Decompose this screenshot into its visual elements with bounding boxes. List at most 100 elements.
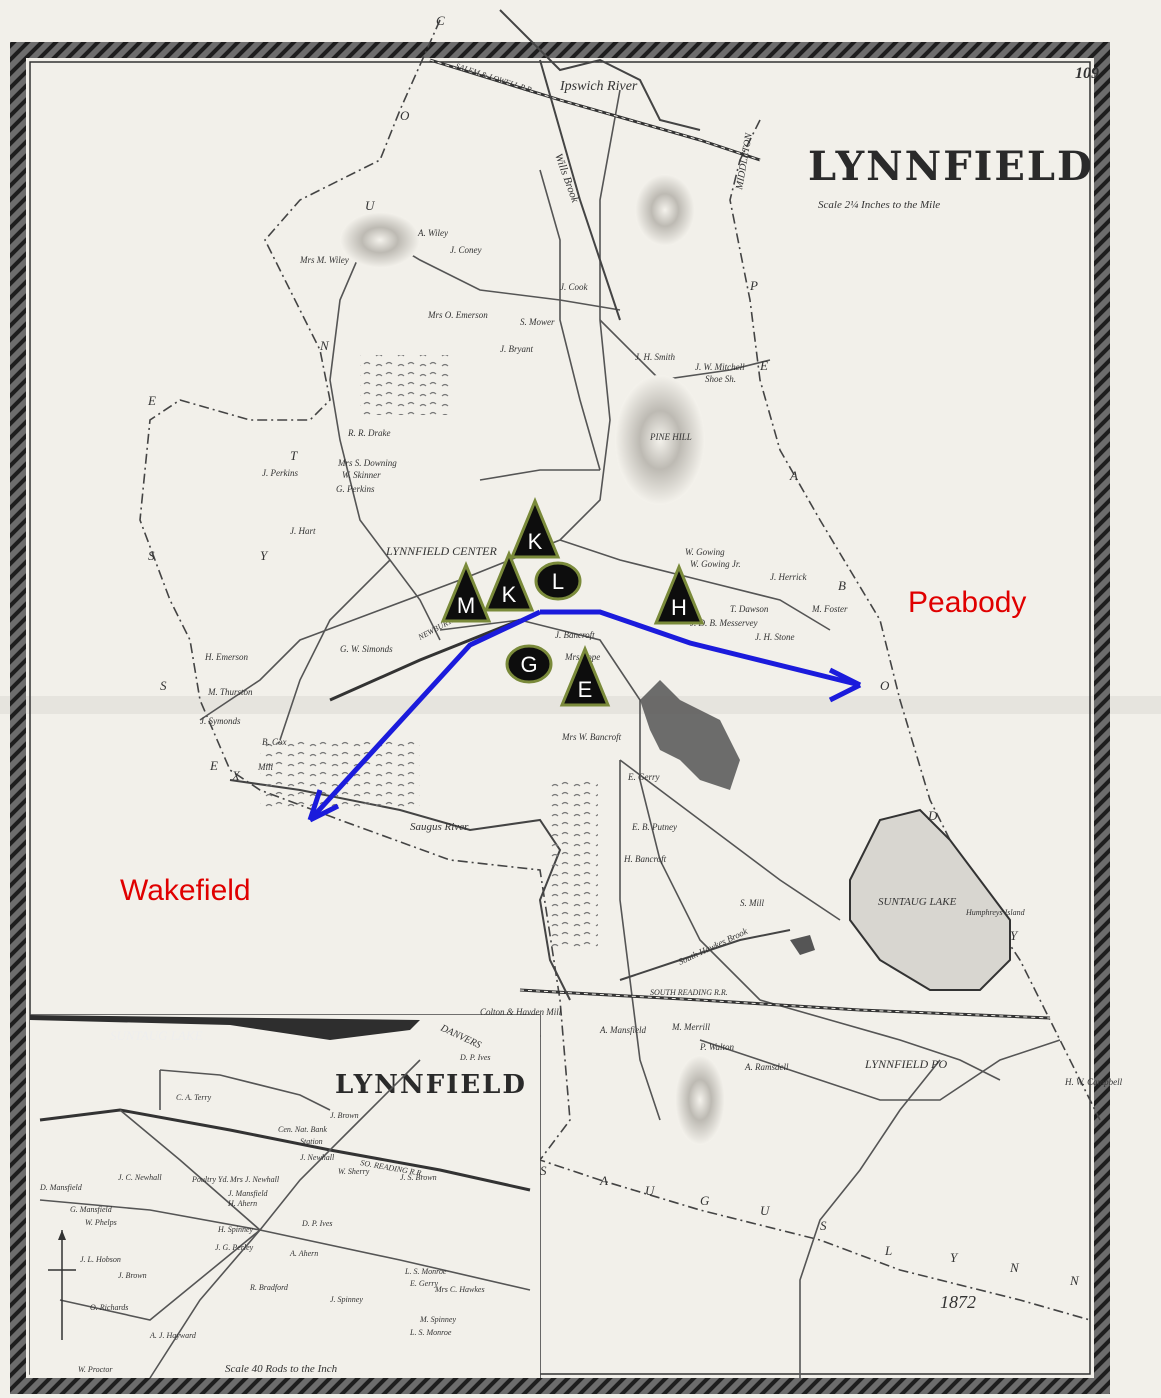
inset-resident-label: M. Spinney (419, 1315, 456, 1324)
inset-resident-label: E. Gerry (409, 1279, 438, 1288)
resident-label: Shoe Sh. (705, 374, 736, 384)
marsh-saugus (260, 740, 420, 810)
route-to-peabody (540, 609, 861, 688)
boundary-letter: C (436, 13, 445, 28)
marker-letter: E (578, 677, 593, 702)
inset-resident-label: W. Proctor (78, 1365, 113, 1374)
inset-map: SUNTAUG LAKE LYNNFIELD DANVERS SO. READI… (30, 1015, 540, 1379)
resident-label: S. Mill (740, 898, 764, 908)
resident-label: J. Coney (450, 245, 482, 255)
marker-letter: G (520, 652, 537, 677)
inset-resident-label: J. C. Newhall (118, 1173, 162, 1182)
inset-resident-label: Mrs C. Hawkes (434, 1285, 485, 1294)
roads (199, 89, 1061, 1378)
resident-label: Mrs W. Bancroft (561, 732, 622, 742)
inset-background (30, 1015, 540, 1378)
hill-north (635, 174, 695, 246)
resident-label: A. Wiley (417, 228, 448, 238)
boundary-letter: Y (260, 548, 269, 563)
marker-letter: M (457, 593, 475, 618)
inset-resident-label: Mrs J. Newhall (229, 1175, 280, 1184)
boundary-letter: D (927, 808, 938, 823)
marker-k-triangle: K (483, 550, 535, 612)
boundary-letter: X (231, 768, 241, 783)
marsh-west (360, 355, 450, 415)
inset-resident-label: J. Brown (118, 1271, 147, 1280)
resident-label: W. Skinner (342, 470, 381, 480)
resident-label: J. Hart (290, 526, 316, 536)
boundary-letter: G (700, 1193, 710, 1208)
inset-resident-label: O. Richards (90, 1303, 128, 1312)
resident-label: J. H. Smith (635, 352, 675, 362)
resident-label: R. R. Drake (347, 428, 391, 438)
boundary-letter: U (365, 198, 376, 213)
hill-north-west (340, 212, 420, 268)
boundary-letter: S (160, 678, 167, 693)
boundary-letter: L (884, 1243, 892, 1258)
boundary-letter: E (759, 358, 768, 373)
map-scale: Scale 2¼ Inches to the Mile (818, 199, 940, 211)
inset-resident-label: J. Brown (330, 1111, 359, 1120)
railroads (329, 58, 1051, 1020)
resident-label: W. Gowing Jr. (690, 559, 741, 569)
resident-label: M. Foster (811, 604, 848, 614)
pine-hill (615, 375, 705, 505)
inset-resident-label: L. S. Monroe (409, 1328, 452, 1337)
boundary-letter: O (400, 108, 410, 123)
inset-resident-label: L. S. Monroe (404, 1267, 447, 1276)
inset-resident-label: G. Mansfield (70, 1205, 113, 1214)
inset-resident-label: Poultry Yd. (191, 1175, 228, 1184)
resident-label: Mill (257, 762, 273, 772)
marker-circle-shape (534, 561, 582, 601)
marker-letter: L (552, 569, 564, 594)
town-boundary (139, 19, 1101, 1321)
marker-g-circle: G (505, 644, 553, 684)
resident-label: Colton & Hayden Mill (480, 1007, 562, 1017)
boundary-letter: B (838, 578, 846, 593)
saugus-river-label: Saugus River (410, 821, 469, 833)
marker-circle-shape (505, 644, 553, 684)
arrowhead-peabody (828, 667, 862, 703)
inset-resident-label: Cen. Nat. Bank (278, 1125, 327, 1134)
boundary-letter: S (148, 548, 155, 563)
resident-label: H. Emerson (204, 652, 248, 662)
boundary-letter: U (760, 1203, 771, 1218)
lynnfield-center-label: LYNNFIELD CENTER (385, 544, 497, 558)
inset-scale: Scale 40 Rods to the Inch (225, 1363, 338, 1375)
resident-label: A. Mansfield (599, 1025, 646, 1035)
boundary-letter: A (789, 468, 798, 483)
resident-label: J. Cook (560, 282, 588, 292)
resident-label: M. Merrill (671, 1022, 710, 1032)
inset-railroad (39, 1108, 531, 1192)
inset-resident-label: C. A. Terry (176, 1093, 212, 1102)
resident-label: W. Gowing (685, 547, 725, 557)
resident-label: J. Perkins (262, 468, 298, 478)
resident-label: S. Mower (520, 317, 555, 327)
marker-h-triangle: H (653, 563, 705, 625)
resident-label: J. Herrick (770, 572, 807, 582)
boundary-letter: A (599, 1173, 608, 1188)
inset-resident-label: D. Mansfield (39, 1183, 83, 1192)
boundary-letter: E (147, 393, 156, 408)
inset-resident-label: A. J. Hayward (149, 1331, 197, 1340)
wakefield-label: Wakefield (120, 874, 251, 907)
inset-resident-label: D. P. Ives (301, 1219, 333, 1228)
resident-label: J. Symonds (200, 716, 241, 726)
inset-resident-label: J. Spinney (330, 1295, 363, 1304)
suntaug-lake (849, 808, 1011, 991)
marker-triangle-shape (483, 550, 535, 612)
compass-rose (48, 1230, 76, 1340)
resident-label: M. Thurston (207, 687, 253, 697)
marker-l-circle: L (534, 561, 582, 601)
inset-resident-label: Station (300, 1137, 323, 1146)
inset-resident-label: W. Sherry (338, 1167, 370, 1176)
resident-label: J. Bryant (500, 344, 533, 354)
hill-south (675, 1055, 725, 1145)
resident-label: G. W. Simonds (340, 644, 393, 654)
marker-triangle-shape (440, 561, 492, 623)
inset-lake-label: SUNTAUG LAKE (110, 1028, 203, 1043)
